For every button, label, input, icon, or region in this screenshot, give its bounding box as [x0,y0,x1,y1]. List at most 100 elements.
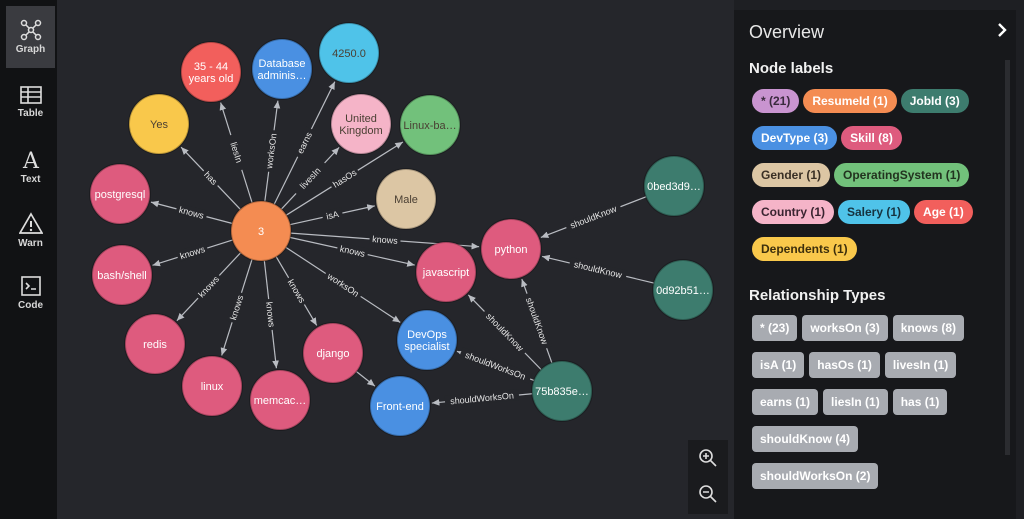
node-circle[interactable] [91,244,153,306]
edge-center-male[interactable]: isA [290,204,375,226]
node-circle[interactable] [302,322,364,384]
sidebar: Graph Table A Text Warn Code [0,0,57,519]
node-circle[interactable] [124,313,186,375]
edge-center-memcac[interactable]: knows [263,260,279,369]
edge-center-devops[interactable]: worksOn [285,246,401,323]
node-linux_os[interactable]: Linux-ba… [399,94,461,156]
relationship-type-tag[interactable]: hasOs (1) [809,352,880,378]
node-circle[interactable] [396,309,458,371]
nav-warn[interactable]: Warn [6,200,55,262]
zoom-in-button[interactable] [688,440,728,476]
relationship-type-tag[interactable]: worksOn (3) [802,315,888,341]
nav-code[interactable]: Code [6,262,55,324]
node-label-tag[interactable]: Skill (8) [841,126,902,150]
node-circle[interactable] [415,241,477,303]
edge-center-django[interactable]: knows [275,256,318,326]
edge-line[interactable] [356,371,376,387]
node-label-tag[interactable]: OperatingSystem (1) [834,163,970,187]
node-circle[interactable] [249,369,311,431]
node-circle[interactable] [375,168,437,230]
node-label-tag[interactable]: ResumeId (1) [803,89,897,113]
relationship-type-tag[interactable]: has (1) [892,389,948,415]
collapse-chevron-icon[interactable] [996,22,1008,43]
edge-center-yes[interactable]: has [180,146,241,210]
node-circle[interactable] [643,155,705,217]
relationship-type-tag[interactable]: shouldKnow (4) [752,426,858,452]
node-circle[interactable] [369,375,431,437]
node-circle[interactable] [531,360,593,422]
edge-center-linux[interactable]: knows [220,259,253,356]
node-circle[interactable] [128,93,190,155]
node-circle[interactable] [399,94,461,156]
node-label-tag[interactable]: JobId (3) [900,89,969,113]
node-male[interactable]: Male [375,168,437,230]
relationship-type-tag[interactable]: livesIn (1) [884,352,957,378]
zoom-out-button[interactable] [688,476,728,512]
relationship-type-tag[interactable]: * (23) [752,315,798,341]
node-r3[interactable]: 75b835e… [531,360,593,422]
node-label: 4250.0 [332,48,366,60]
nav-graph[interactable]: Graph [6,6,55,68]
node-bash[interactable]: bash/shell [91,244,153,306]
node-circle[interactable] [480,218,542,280]
node-memcac[interactable]: memcac… [249,369,311,431]
node-django[interactable]: django [302,322,364,384]
node-r2[interactable]: 0d92b51… [652,259,714,321]
node-label-tag[interactable]: DevType (3) [752,126,838,150]
edge-center-bash[interactable]: knows [152,239,233,267]
node-label: python [494,244,527,256]
node-label-tag[interactable]: Age (1) [914,200,973,224]
edge-django-frontend[interactable] [356,371,376,387]
node-postgresql[interactable]: postgresql [89,163,151,225]
node-circle[interactable] [330,93,392,155]
relationship-type-tag[interactable]: liesIn (1) [823,389,888,415]
relationship-type-tag[interactable]: isA (1) [752,352,805,378]
node-label-tag[interactable]: Gender (1) [752,163,831,187]
node-javascript[interactable]: javascript [415,241,477,303]
nav-table[interactable]: Table [6,72,55,134]
nav-text[interactable]: A Text [6,136,55,198]
node-frontend[interactable]: Front-end [369,375,431,437]
edge-center-age[interactable]: liesIn [219,102,253,203]
node-circle[interactable] [251,38,313,100]
svg-text:A: A [22,149,40,172]
node-linux[interactable]: linux [181,355,243,417]
node-circle[interactable] [318,22,380,84]
node-label-tag[interactable]: * (21) [752,89,800,113]
relationship-type-tag[interactable]: knows (8) [892,315,965,341]
node-circle[interactable] [181,355,243,417]
node-label: bash/shell [97,270,147,282]
node-label-tag[interactable]: Dependents (1) [752,237,857,261]
edge-label: earns [295,130,314,155]
edge-r1-python[interactable]: shouldKnow [540,196,647,239]
edge-center-db[interactable]: worksOn [262,100,281,202]
node-redis[interactable]: redis [124,313,186,375]
node-circle[interactable] [89,163,151,225]
edge-r2-python[interactable]: shouldKnow [541,254,654,284]
node-center[interactable]: 3 [230,200,292,262]
node-circle[interactable] [180,41,242,103]
nav-warn-label: Warn [18,238,43,249]
node-circle[interactable] [652,259,714,321]
relationship-type-tag[interactable]: earns (1) [752,389,819,415]
edge-label: knows [178,205,206,221]
node-salary[interactable]: 4250.0 [318,22,380,84]
relationship-type-tag[interactable]: shouldWorksOn (2) [752,463,879,489]
node-label-tag[interactable]: Country (1) [752,200,834,224]
edge-center-postgresql[interactable]: knows [150,200,233,224]
node-label: 75b835e… [535,386,589,398]
node-label-tag[interactable]: Salery (1) [838,200,911,224]
node-yes[interactable]: Yes [128,93,190,155]
node-r1[interactable]: 0bed3d9… [643,155,705,217]
node-circle[interactable] [230,200,292,262]
node-python[interactable]: python [480,218,542,280]
graph-icon [20,19,41,41]
panel-scrollbar[interactable] [1005,60,1010,455]
edge-r3-frontend[interactable]: shouldWorksOn [431,389,533,407]
